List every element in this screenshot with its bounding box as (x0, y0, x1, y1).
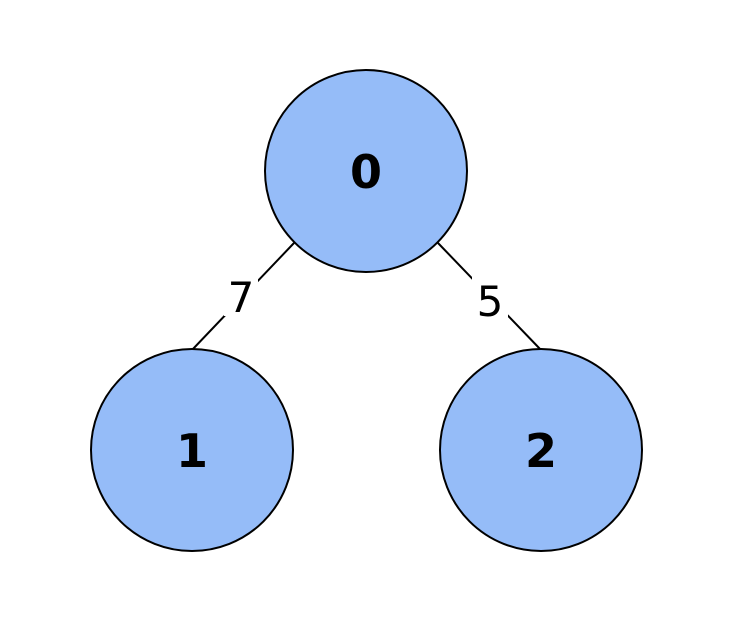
edge-0-2: 5 (437, 242, 542, 351)
node-1-circle (90, 348, 294, 552)
edge-0-2-weight: 5 (477, 277, 504, 326)
edge-0-1-label-bg (224, 270, 258, 316)
node-0: 0 (264, 69, 468, 273)
node-1: 1 (90, 348, 294, 552)
node-0-label: 0 (350, 145, 382, 199)
edge-0-1: 7 (191, 242, 295, 351)
edge-0-1-weight: 7 (228, 273, 255, 322)
node-2: 2 (439, 348, 643, 552)
edge-0-2-label-bg (472, 276, 508, 322)
node-2-circle (439, 348, 643, 552)
node-2-label: 2 (525, 424, 557, 478)
node-0-circle (264, 69, 468, 273)
node-1-label: 1 (176, 424, 208, 478)
